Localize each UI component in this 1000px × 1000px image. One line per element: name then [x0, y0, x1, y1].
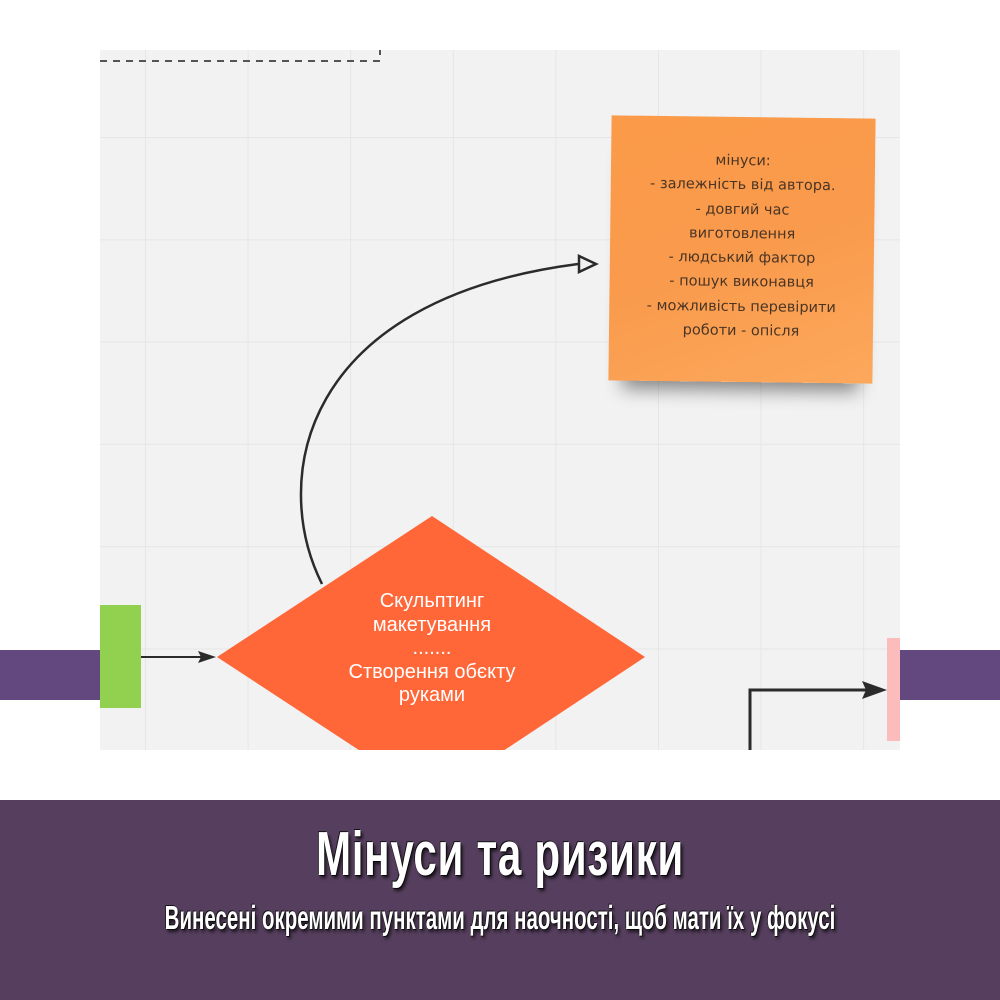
purple-timeline-bar-left [0, 650, 100, 700]
sticky-note-text: мінуси: - залежність від автора. - довги… [620, 148, 863, 384]
sticky-line: - довгий час [695, 201, 790, 219]
diamond-line: руками [398, 684, 466, 706]
diamond-line: Скульптинг [379, 590, 485, 612]
diamond-line: Створення обєкту [348, 660, 516, 683]
banner-title: Мінуси та ризики [315, 820, 685, 889]
arrowhead-icon [862, 681, 887, 699]
dashed-frame-border [100, 50, 381, 62]
purple-timeline-bar-right [900, 650, 1000, 700]
pink-end-node[interactable] [887, 638, 900, 741]
decision-diamond-label: Скульптинг макетування ....... Створення… [282, 590, 582, 708]
sticky-line: виготовлення [688, 225, 796, 243]
diagram-layer [100, 50, 887, 798]
sticky-line: - залежність від автора. [649, 176, 836, 195]
caption-banner: Мінуси та ризики Винесені окремими пункт… [0, 800, 1000, 1000]
green-start-node[interactable] [100, 605, 141, 708]
sticky-line: - пошук виконавця [669, 273, 814, 292]
decision-diamond[interactable] [217, 516, 645, 798]
sticky-line: мінуси: [715, 152, 771, 170]
sticky-line: роботи - опісля [682, 322, 800, 340]
elbow-connector[interactable] [748, 688, 872, 750]
sticky-note-minuses[interactable]: мінуси: - залежність від автора. - довги… [608, 115, 876, 384]
arrowhead-icon [198, 651, 216, 663]
curved-connector[interactable] [299, 262, 579, 585]
diamond-line: макетування [372, 613, 492, 636]
open-arrowhead-icon [577, 254, 599, 274]
banner-subtitle: Винесені окремими пунктами для наочності… [164, 899, 836, 936]
sticky-line: - людський фактор [668, 249, 816, 268]
sticky-line: - можливість перевірити [646, 297, 836, 316]
diamond-line: ....... [412, 637, 452, 659]
